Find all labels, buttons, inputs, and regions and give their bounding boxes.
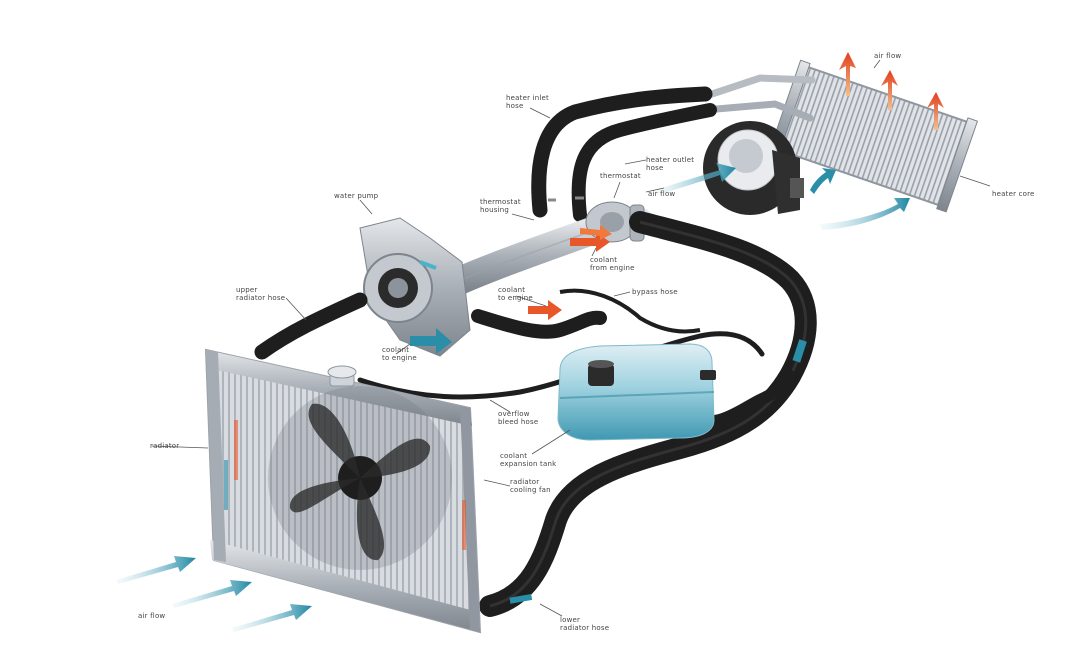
label-thermostat-housing: thermostat housing [480, 198, 521, 214]
label-to-engine: coolant to engine [382, 346, 417, 362]
label-heater-core: heater core [992, 190, 1035, 198]
label-upper-radiator-hose: upper radiator hose [236, 286, 286, 302]
label-thermostat: thermostat [600, 172, 641, 180]
water-pump [359, 217, 471, 357]
hot-air-arrows [839, 52, 944, 130]
label-hot-air: air flow [874, 52, 902, 60]
air-flow-arrows [116, 556, 312, 632]
label-air-flow-top: air flow [648, 190, 676, 198]
label-radiator: radiator [150, 442, 180, 450]
heater-outlet-hose [571, 103, 717, 222]
label-heater-inlet-hose: heater inlet hose [506, 94, 549, 110]
upper-radiator-hose [254, 292, 368, 360]
cold-coolant-arrow-pump [410, 328, 452, 354]
heater-pipe-upper [696, 74, 816, 102]
label-coolant-to-engine: coolant to engine [498, 286, 533, 302]
label-bypass-hose: bypass hose [632, 288, 678, 296]
label-air-flow-bottom: air flow [138, 612, 166, 620]
label-lower-radiator-hose: lower radiator hose [560, 616, 610, 632]
cold-air-arrows-blower [655, 163, 910, 230]
bypass-hose [471, 309, 607, 339]
label-coolant-from-engine: coolant from engine [590, 256, 635, 272]
label-radiator-cooling-fan: radiator cooling fan [510, 478, 551, 494]
bypass-arrow [528, 300, 562, 320]
leader-lines [151, 59, 991, 617]
label-water-pump: water pump [334, 192, 379, 200]
hot-coolant-arrows [570, 225, 612, 252]
label-expansion-tank: coolant expansion tank [500, 452, 557, 468]
heater-inlet-hose [531, 86, 713, 218]
bleed-hose-thin [559, 288, 701, 334]
coolant-expansion-tank [557, 343, 716, 441]
heater-pipe-lower [701, 100, 814, 122]
blower-fan [703, 121, 804, 215]
radiator-cooling-fan [268, 386, 452, 570]
label-heater-outlet-hose: heater outlet hose [646, 156, 695, 172]
label-overflow-hose: overflow bleed hose [498, 410, 539, 426]
